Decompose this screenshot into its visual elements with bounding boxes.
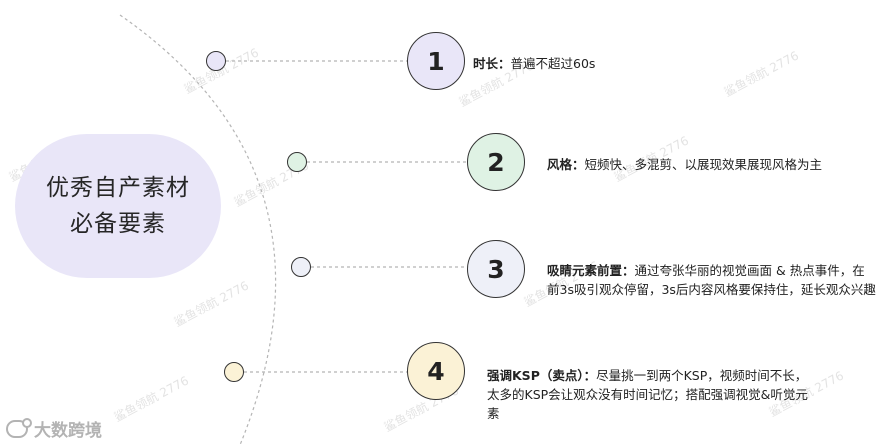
number-badge-1: 1	[407, 32, 465, 90]
number-badge-3-label: 3	[487, 254, 505, 284]
brand-logo-text: 大数跨境	[34, 421, 102, 441]
number-badge-4: 4	[407, 342, 465, 400]
center-title-line-2: 必备要素	[70, 211, 166, 237]
item-2-description: 风格：短频快、多混剪、以展现效果展现风格为主	[547, 155, 877, 174]
item-3-title: 吸睛元素前置：	[547, 263, 635, 278]
item-1-title: 时长：	[473, 56, 511, 71]
item-4-description: 强调KSP（卖点）：尽量挑一到两个KSP，视频时间不长，太多的KSP会让观众没有…	[487, 366, 817, 423]
arc-node-2	[287, 152, 307, 172]
item-2-text: 短频快、多混剪、以展现效果展现风格为主	[584, 157, 823, 172]
item-1-description: 时长：普遍不超过60s	[473, 54, 773, 73]
arc-node-1	[206, 51, 226, 71]
number-badge-1-label: 1	[427, 46, 445, 76]
item-4-text: 尽量挑一到两个KSP，视频时间不长，太多的KSP会让观众没有时间记忆；搭配强调视…	[487, 368, 808, 421]
number-badge-3: 3	[467, 240, 525, 298]
brand-logo: 大数跨境	[6, 416, 102, 441]
item-3-description: 吸睛元素前置：通过夸张华丽的视觉画面 & 热点事件，在前3s吸引观众停留，3s后…	[547, 261, 877, 299]
arc-node-3	[291, 257, 311, 277]
number-badge-2: 2	[467, 133, 525, 191]
item-2-title: 风格：	[547, 157, 585, 172]
number-badge-2-label: 2	[487, 147, 505, 177]
brand-logo-icon	[6, 417, 32, 438]
number-badge-4-label: 4	[427, 356, 445, 386]
center-title-line-1: 优秀自产素材	[46, 175, 190, 201]
item-3-text: 通过夸张华丽的视觉画面 & 热点事件，在前3s吸引观众停留，3s后内容风格要保持…	[547, 263, 876, 297]
arc-curve	[119, 14, 277, 445]
item-4-title: 强调KSP（卖点）：	[487, 368, 597, 383]
center-topic-bubble: 优秀自产素材 必备要素	[15, 134, 221, 278]
item-1-text: 普遍不超过60s	[510, 56, 596, 71]
arc-node-4	[224, 362, 244, 382]
